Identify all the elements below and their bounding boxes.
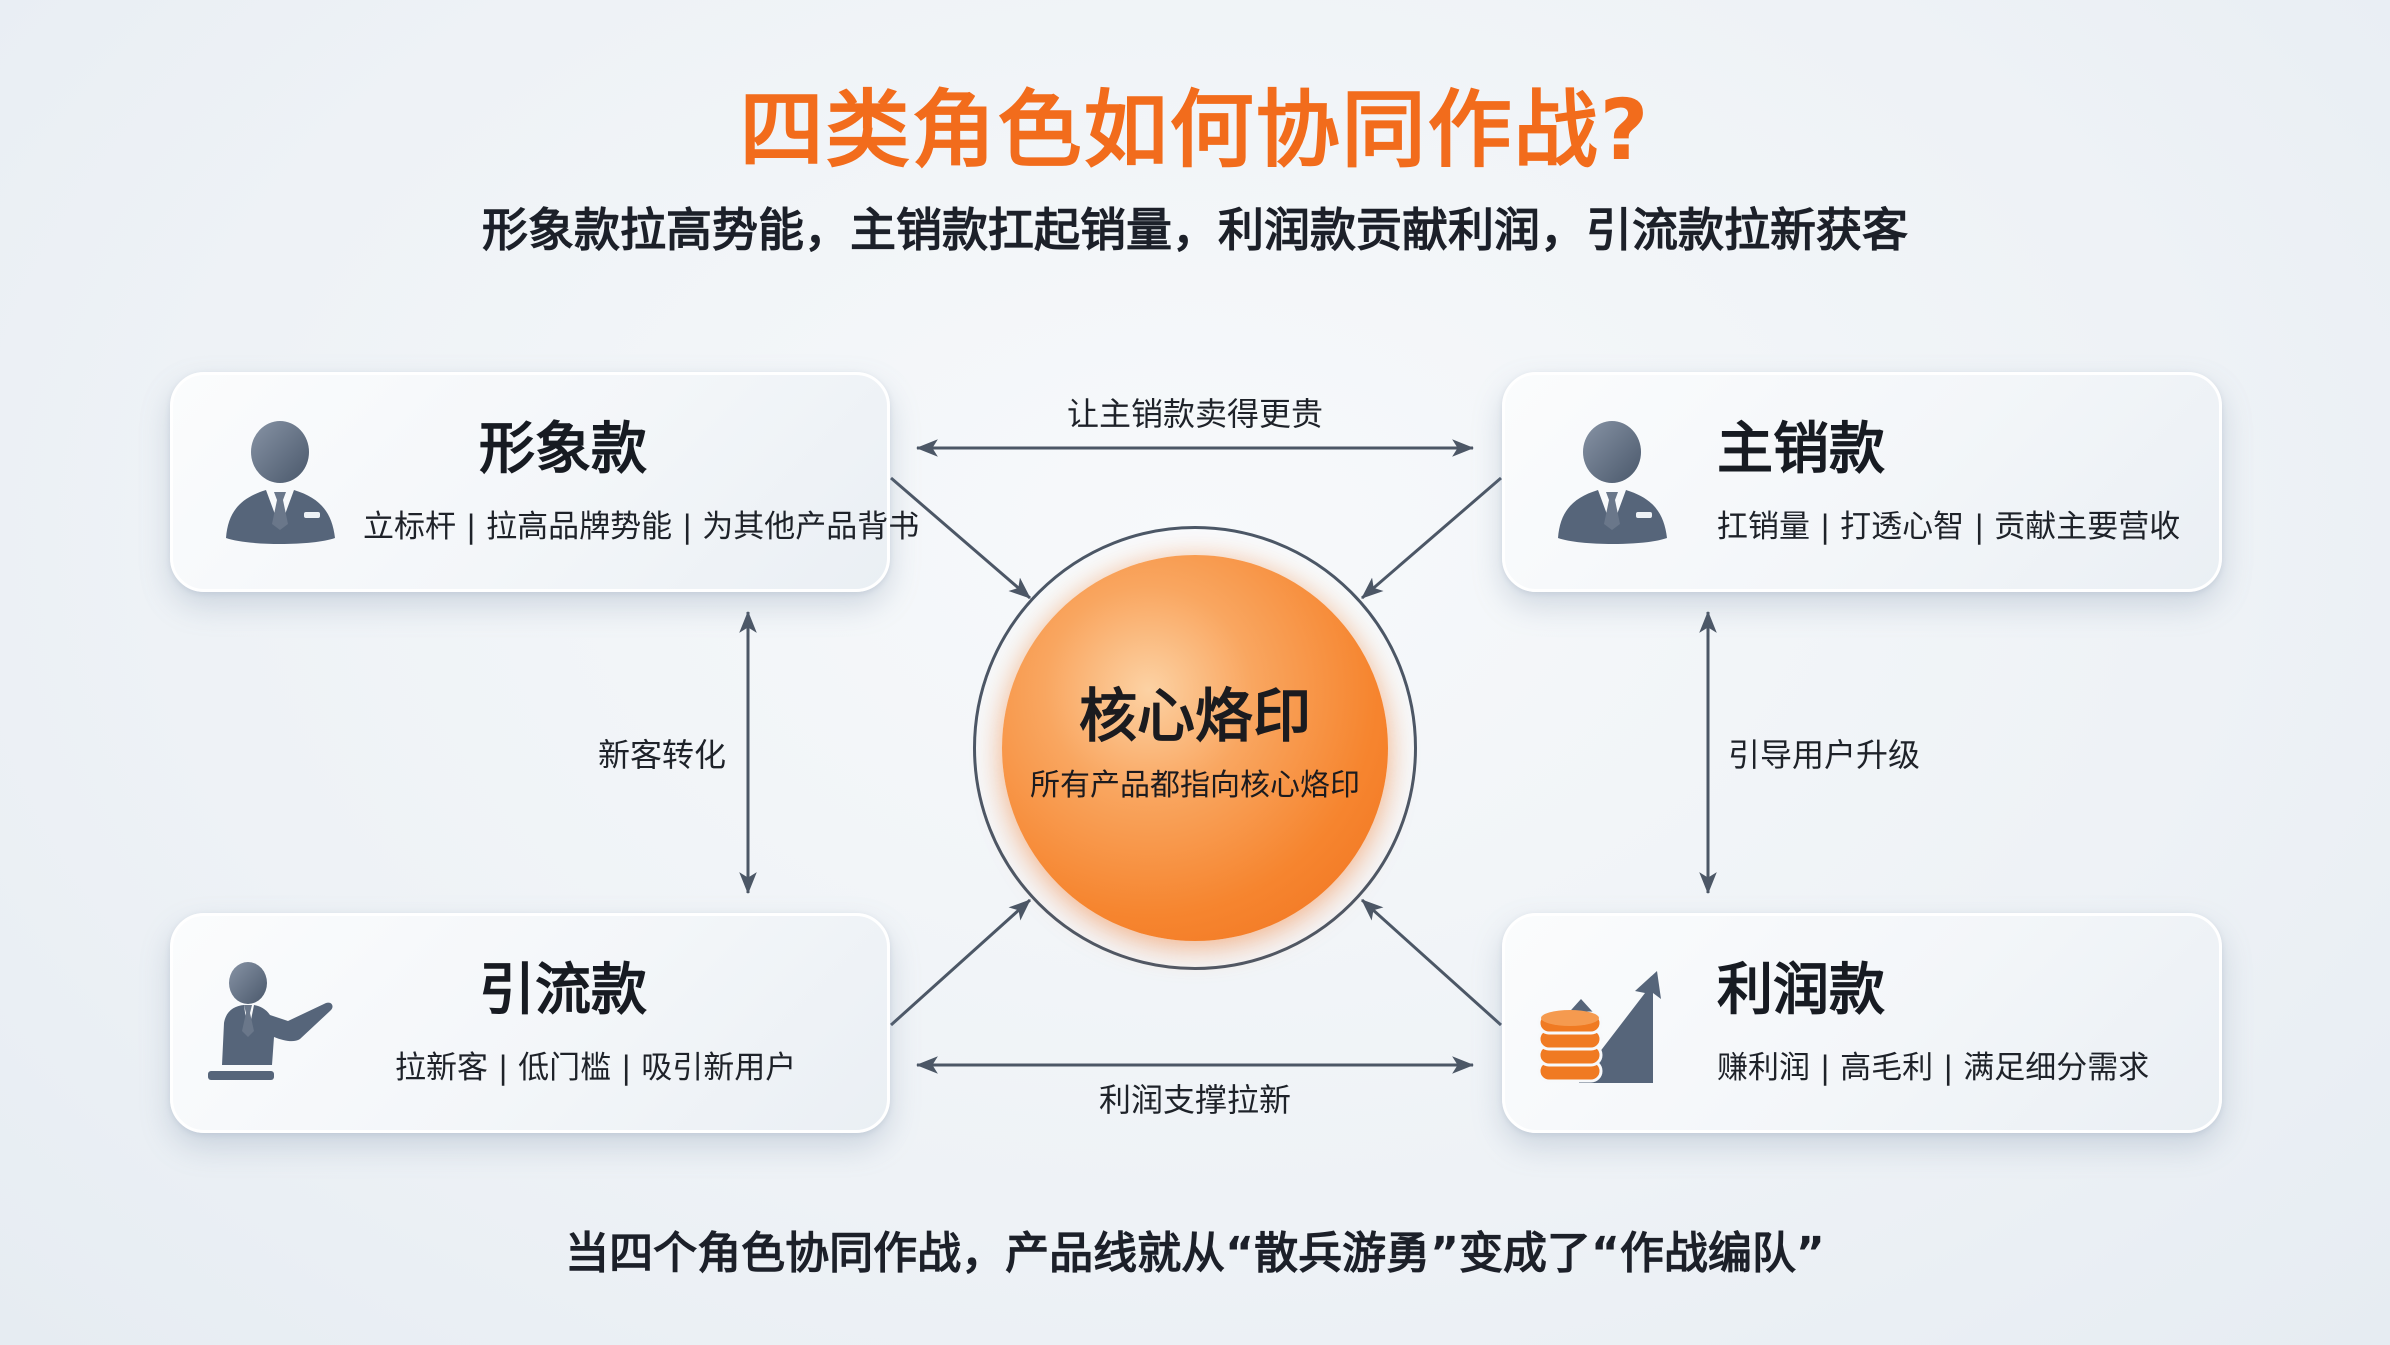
page-title: 四类角色如何协同作战?	[739, 81, 1651, 179]
card-title: 形象款	[479, 417, 647, 482]
card-description: 赚利润 | 高毛利 | 满足细分需求	[1717, 1050, 2150, 1086]
card-description: 扛销量 | 打透心智 | 贡献主要营收	[1717, 509, 2181, 545]
arrow-main-core	[1361, 476, 1502, 600]
card-title: 主销款	[1717, 417, 1885, 482]
core-subtitle: 所有产品都指向核心烙印	[1030, 768, 1360, 803]
card-description: 立标杆 | 拉高品牌势能 | 为其他产品背书	[363, 509, 920, 545]
link-label-bottom: 利润支撑拉新	[1098, 1081, 1291, 1119]
link-label-right: 引导用户升级	[1728, 736, 1921, 774]
footer-caption: 当四个角色协同作战，产品线就从“散兵游勇”变成了“作战编队”	[565, 1228, 1825, 1279]
page-subtitle: 形象款拉高势能，主销款扛起销量，利润款贡献利润，引流款拉新获客	[482, 203, 1908, 257]
business-person-icon	[218, 420, 343, 554]
card-main-product: 主销款 扛销量 | 打透心智 | 贡献主要营收	[1502, 372, 2222, 592]
presenter-icon	[208, 961, 338, 1090]
card-traffic-product: 引流款 拉新客 | 低门槛 | 吸引新用户	[170, 913, 890, 1133]
card-title: 利润款	[1717, 958, 1885, 1023]
business-person-icon	[1550, 420, 1675, 554]
link-label-top: 让主销款卖得更贵	[1066, 395, 1323, 433]
card-image-product: 形象款 立标杆 | 拉高品牌势能 | 为其他产品背书	[170, 372, 919, 592]
link-label-left: 新客转化	[598, 736, 727, 774]
coins-growth-chart-icon	[1535, 971, 1675, 1095]
arrow-traffic-core	[889, 898, 1032, 1027]
core-node: 核心烙印 所有产品都指向核心烙印	[1002, 555, 1388, 941]
card-profit-product: 利润款 赚利润 | 高毛利 | 满足细分需求	[1502, 913, 2222, 1133]
arrow-profit-core	[1360, 898, 1503, 1027]
card-description: 拉新客 | 低门槛 | 吸引新用户	[395, 1050, 797, 1086]
core-title: 核心烙印	[1078, 682, 1311, 750]
card-title: 引流款	[479, 958, 647, 1023]
